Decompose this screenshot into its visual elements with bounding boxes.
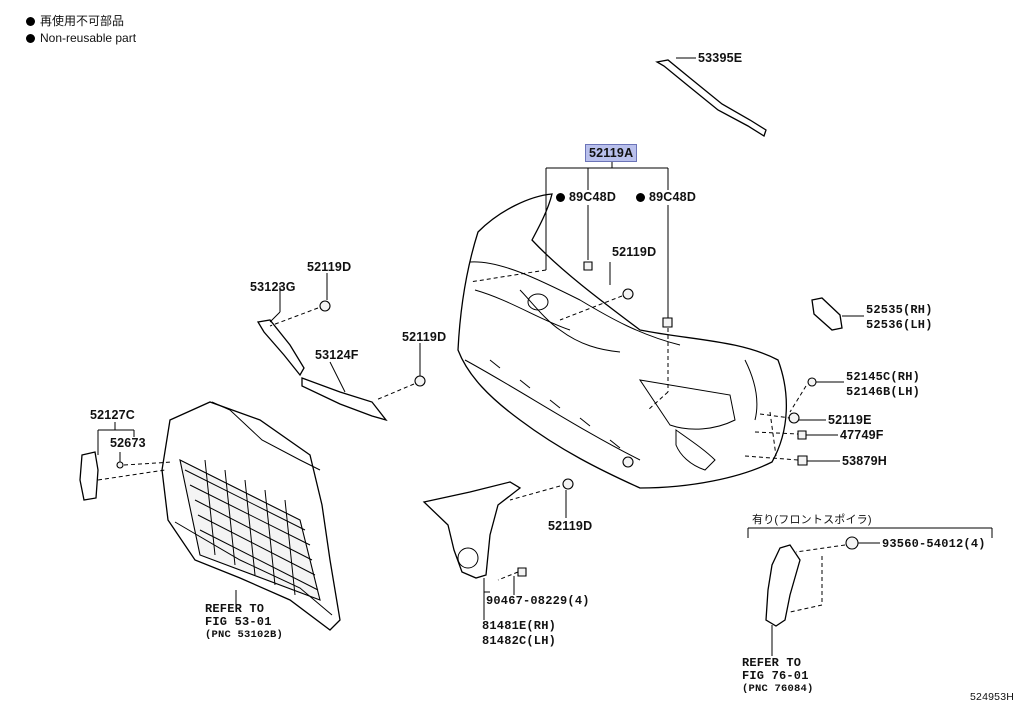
legend-japanese: 再使用不可部品 xyxy=(26,14,124,28)
label-81481E[interactable]: 81481E(RH) xyxy=(482,619,557,633)
label-52127C[interactable]: 52127C xyxy=(90,408,135,422)
non-reusable-dot-icon xyxy=(26,34,35,43)
refer-line-2: FIG 53-01 xyxy=(205,615,272,629)
non-reusable-dot-icon xyxy=(636,193,645,202)
label-52536[interactable]: 52536(LH) xyxy=(866,318,933,332)
front-spoiler xyxy=(765,544,801,627)
label-52146B[interactable]: 52146B(LH) xyxy=(846,385,921,399)
label-90467[interactable]: 90467-08229(4) xyxy=(486,594,590,608)
label-53124F[interactable]: 53124F xyxy=(315,348,359,362)
bracket-52535 xyxy=(811,297,843,331)
refer-fig-53-01[interactable]: REFER TO FIG 53-01 (PNC 53102B) xyxy=(205,603,283,642)
refer-line-2: FIG 76-01 xyxy=(742,669,809,683)
molding-53395E xyxy=(655,59,767,137)
fog-cover-81481E xyxy=(422,481,522,579)
label-53123G[interactable]: 53123G xyxy=(250,280,296,294)
refer-line-1: REFER TO xyxy=(742,656,802,670)
refer-line-3: (PNC 53102B) xyxy=(205,629,284,641)
label-52145C[interactable]: 52145C(RH) xyxy=(846,370,921,384)
bumper-cover xyxy=(457,193,788,489)
legend-english: Non-reusable part xyxy=(26,31,136,45)
label-53879H[interactable]: 53879H xyxy=(842,454,887,468)
refer-line-1: REFER TO xyxy=(205,602,265,616)
non-reusable-dot-icon xyxy=(556,193,565,202)
label-52119D-bottom[interactable]: 52119D xyxy=(548,519,593,533)
label-89C48D-left[interactable]: 89C48D xyxy=(556,190,616,204)
label-52119E[interactable]: 52119E xyxy=(828,413,872,427)
label-89C48D-right[interactable]: 89C48D xyxy=(636,190,696,204)
trim-53124F xyxy=(301,377,388,422)
non-reusable-dot-icon xyxy=(26,17,35,26)
trim-53123G xyxy=(256,319,305,377)
label-81482C[interactable]: 81482C(LH) xyxy=(482,634,557,648)
label-spoiler-note: 有り(フロントスポイラ) xyxy=(752,514,872,526)
label-47749F[interactable]: 47749F xyxy=(840,428,884,442)
label-93560[interactable]: 93560-54012(4) xyxy=(882,537,986,551)
label-52119D-center[interactable]: 52119D xyxy=(612,245,657,259)
label-52119D-mid[interactable]: 52119D xyxy=(402,330,447,344)
label-52119D-left[interactable]: 52119D xyxy=(307,260,352,274)
label-52673[interactable]: 52673 xyxy=(110,436,146,450)
refer-line-3: (PNC 76084) xyxy=(742,683,814,695)
bracket-52127C xyxy=(79,451,99,501)
label-52119A[interactable]: 52119A xyxy=(585,144,638,162)
label-52535[interactable]: 52535(RH) xyxy=(866,303,933,317)
refer-fig-76-01[interactable]: REFER TO FIG 76-01 (PNC 76084) xyxy=(742,657,814,696)
label-53395E[interactable]: 53395E xyxy=(698,51,743,65)
diagram-id: 524953H xyxy=(970,691,1015,703)
